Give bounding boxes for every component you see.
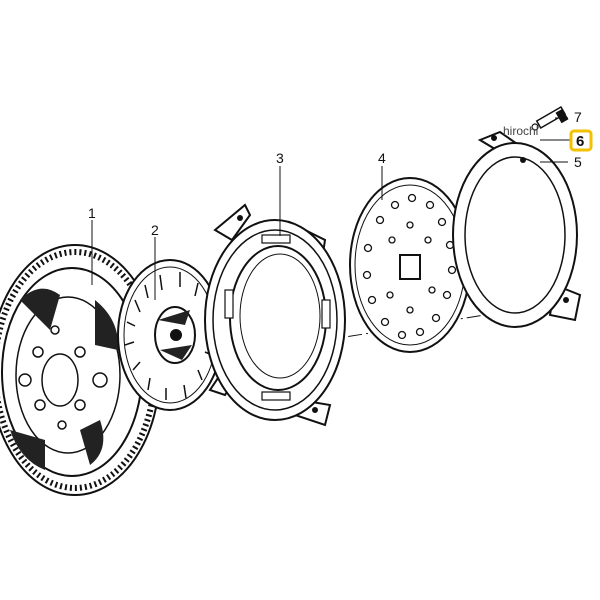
callout-2: 2	[151, 222, 159, 238]
callout-7: 7	[574, 109, 582, 125]
flywheel	[0, 244, 161, 496]
watermark-text: hirochi	[503, 124, 538, 138]
spacer-ring	[452, 130, 582, 328]
leader-lines	[91, 117, 570, 300]
clutch-disc	[117, 259, 223, 411]
pressure-plate	[204, 203, 346, 427]
callout-6-highlight-box	[569, 129, 593, 152]
callout-1: 1	[88, 205, 96, 221]
clutch-facing-disc	[349, 177, 471, 353]
callout-3: 3	[276, 150, 284, 166]
callout-6: 6	[576, 133, 584, 150]
callout-4: 4	[378, 150, 386, 166]
bolt	[531, 106, 569, 131]
callout-5: 5	[574, 154, 582, 170]
